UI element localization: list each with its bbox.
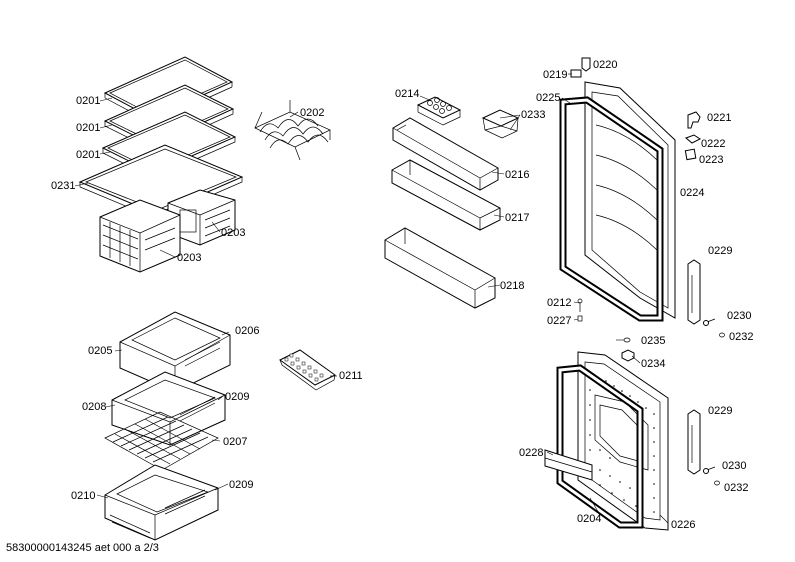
vegetable-box-0203-left [99,199,181,273]
door-shelf-0217 [391,159,501,231]
hinge-block-0234 [621,349,635,362]
label-0204: 0204 [577,513,601,525]
wire-grid-0207 [104,411,219,471]
label-0210: 0210 [71,490,95,502]
handle-0229-upper [687,259,701,325]
document-reference-footer: 58300000143245 aet 000 a 2/3 [6,542,159,554]
label-0235: 0235 [641,335,665,347]
screw-0212 [577,298,583,312]
label-0229-lower: 0229 [708,405,732,417]
handle-0229-lower [687,409,701,475]
label-0227: 0227 [547,315,571,327]
label-0231: 0231 [51,180,75,192]
label-0219: 0219 [543,69,567,81]
door-shelf-0216 [392,117,499,191]
label-0230-upper: 0230 [727,310,751,322]
label-0212: 0212 [547,297,571,309]
cover-0222 [685,134,701,144]
door-gasket-0225 [559,96,664,322]
freezer-drawer-0206 [119,311,231,393]
hinge-pin-0220 [581,57,591,72]
bottle-rack-0202 [254,100,331,161]
freezer-drawer-0209-upper [111,371,226,446]
label-0233: 0233 [521,109,545,121]
cap-0232-lower [714,480,720,486]
leader-lines [74,73,669,524]
hinge-0221 [687,111,701,129]
label-0223: 0223 [699,154,723,166]
hinge-cover-0219 [570,69,582,78]
pin-0235 [623,337,631,343]
label-0203-right: 0203 [221,227,245,239]
label-0205: 0205 [88,345,112,357]
label-0201-top: 0201 [76,95,100,107]
label-0232-upper: 0232 [729,331,753,343]
label-0234: 0234 [641,358,665,370]
label-0218: 0218 [500,280,524,292]
butter-box-0233 [481,109,520,139]
label-0229-upper: 0229 [708,245,732,257]
screw-0230-upper [703,318,716,326]
vegetable-box-0203-right [167,189,236,246]
label-0216: 0216 [505,169,529,181]
label-0224: 0224 [680,187,704,199]
label-0201-bottom: 0201 [76,149,100,161]
label-0221: 0221 [707,112,731,124]
door-shelf-0218 [384,227,496,309]
label-0220: 0220 [593,59,617,71]
screw-0230-lower [703,466,716,474]
egg-tray-0214 [416,96,462,126]
label-0226: 0226 [671,519,695,531]
label-0202: 0202 [300,107,324,119]
label-0207: 0207 [223,436,247,448]
label-0232-lower: 0232 [724,482,748,494]
door-gasket-0204 [556,364,644,529]
freezer-flap-0228 [544,449,593,481]
freezer-drawer-0210-0209 [104,464,219,541]
label-0201-middle: 0201 [76,122,100,134]
label-0225: 0225 [536,92,560,104]
label-0214: 0214 [395,88,419,100]
label-0208: 0208 [82,401,106,413]
label-0209-lower: 0209 [229,479,253,491]
label-0217: 0217 [505,212,529,224]
label-0203-left: 0203 [177,252,201,264]
label-0222: 0222 [701,138,725,150]
ice-tray-0211 [279,349,336,391]
cap-0223 [684,148,697,161]
cap-0232-upper [719,332,725,338]
part-labels: 0201 0201 0201 0231 0202 0203 0203 0214 … [51,59,753,531]
label-0206: 0206 [235,325,259,337]
label-0211: 0211 [339,370,363,382]
label-0209-upper: 0209 [225,391,249,403]
plug-0227 [577,315,583,322]
label-0228: 0228 [519,447,543,459]
label-0230-lower: 0230 [722,460,746,472]
